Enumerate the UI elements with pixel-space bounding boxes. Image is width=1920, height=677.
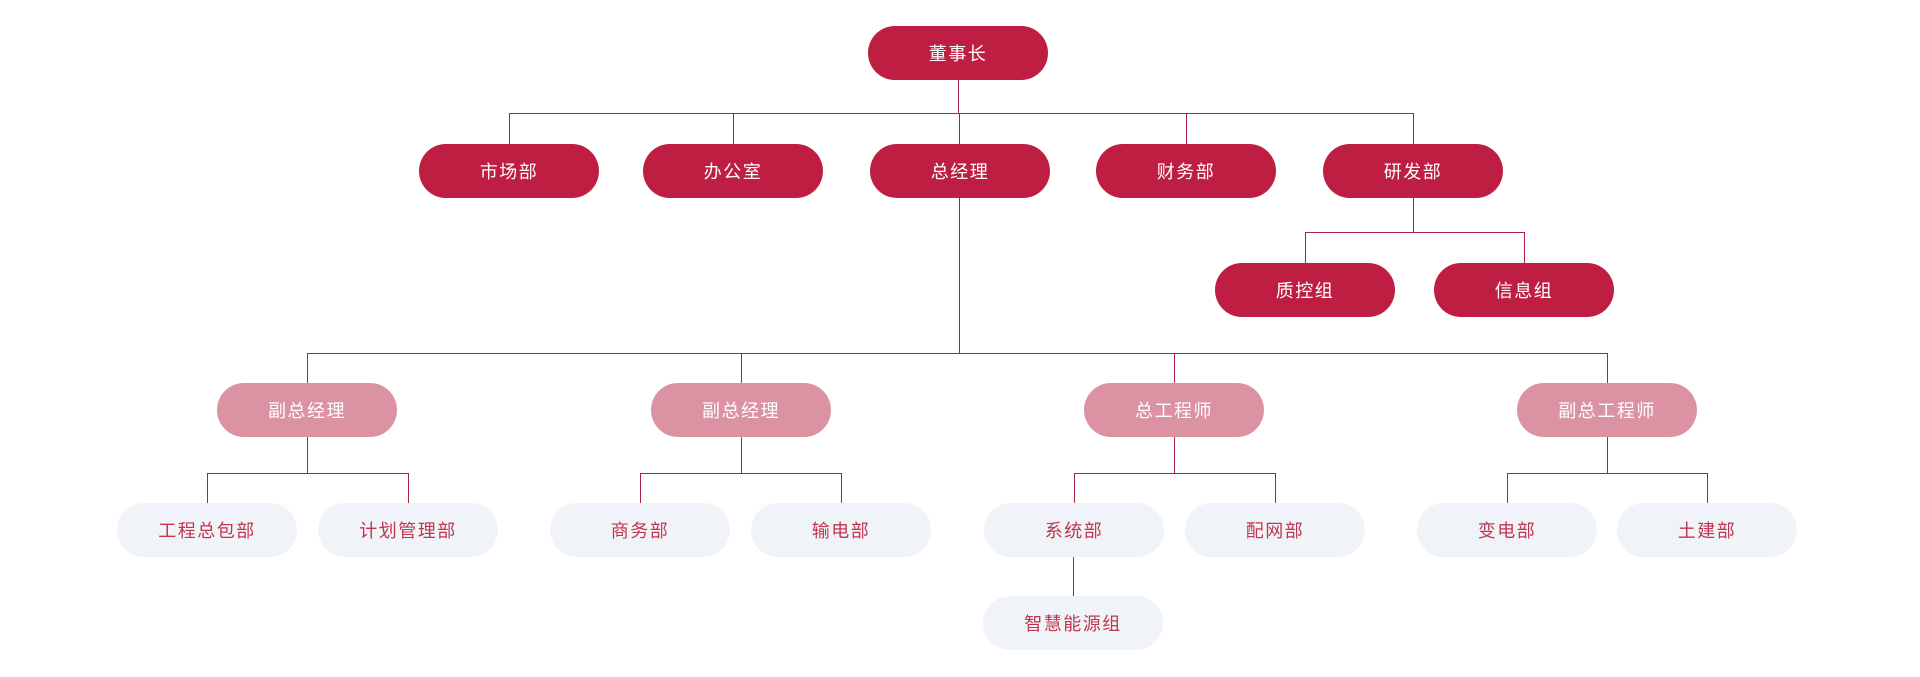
org-node-transmission[interactable]: 输电部 — [751, 503, 931, 557]
org-node-info-group[interactable]: 信息组 — [1434, 263, 1614, 317]
connector-line — [1305, 232, 1524, 233]
connector-line — [1074, 473, 1075, 503]
connector-line — [1413, 198, 1414, 232]
org-node-planning[interactable]: 计划管理部 — [318, 503, 498, 557]
connector-line — [1607, 353, 1608, 383]
connector-line — [1074, 473, 1275, 474]
org-node-smart-energy[interactable]: 智慧能源组 — [983, 596, 1163, 650]
connector-line — [1507, 473, 1707, 474]
connector-line — [841, 473, 842, 503]
connector-line — [640, 473, 641, 503]
connector-line — [1305, 232, 1306, 263]
connector-line — [1174, 353, 1175, 383]
connector-line — [1507, 473, 1508, 503]
org-node-commerce[interactable]: 商务部 — [550, 503, 730, 557]
connector-line — [207, 473, 208, 503]
connector-line — [958, 80, 959, 113]
org-node-distribution[interactable]: 配网部 — [1185, 503, 1365, 557]
connector-line — [1707, 473, 1708, 503]
connector-line — [408, 473, 409, 503]
org-node-finance[interactable]: 财务部 — [1096, 144, 1276, 198]
connector-line — [307, 437, 308, 473]
connector-line — [1275, 473, 1276, 503]
org-node-civil[interactable]: 土建部 — [1617, 503, 1797, 557]
connector-line — [1524, 232, 1525, 263]
org-node-deputy-chief-eng[interactable]: 副总工程师 — [1517, 383, 1697, 437]
connector-line — [1413, 113, 1414, 144]
org-node-qc-group[interactable]: 质控组 — [1215, 263, 1395, 317]
org-node-deputy-gm-1[interactable]: 副总经理 — [217, 383, 397, 437]
org-node-epc[interactable]: 工程总包部 — [117, 503, 297, 557]
connector-line — [1607, 437, 1608, 473]
connector-line — [307, 353, 308, 383]
connector-line — [959, 198, 960, 353]
org-node-deputy-gm-2[interactable]: 副总经理 — [651, 383, 831, 437]
connector-line — [733, 113, 734, 144]
connector-line — [959, 113, 960, 144]
org-node-systems[interactable]: 系统部 — [984, 503, 1164, 557]
connector-line — [640, 473, 841, 474]
connector-line — [741, 353, 742, 383]
org-node-gm[interactable]: 总经理 — [870, 144, 1050, 198]
connector-line — [509, 113, 1414, 114]
connector-line — [509, 113, 510, 144]
org-node-marketing[interactable]: 市场部 — [419, 144, 599, 198]
connector-line — [307, 353, 1607, 354]
org-node-chairman[interactable]: 董事长 — [868, 26, 1048, 80]
connector-line — [1186, 113, 1187, 144]
connector-line — [1174, 437, 1175, 473]
org-node-substation[interactable]: 变电部 — [1417, 503, 1597, 557]
org-node-office[interactable]: 办公室 — [643, 144, 823, 198]
org-node-chief-eng[interactable]: 总工程师 — [1084, 383, 1264, 437]
connector-line — [741, 437, 742, 473]
org-node-rnd[interactable]: 研发部 — [1323, 144, 1503, 198]
connector-line — [1073, 557, 1074, 596]
connector-line — [207, 473, 408, 474]
